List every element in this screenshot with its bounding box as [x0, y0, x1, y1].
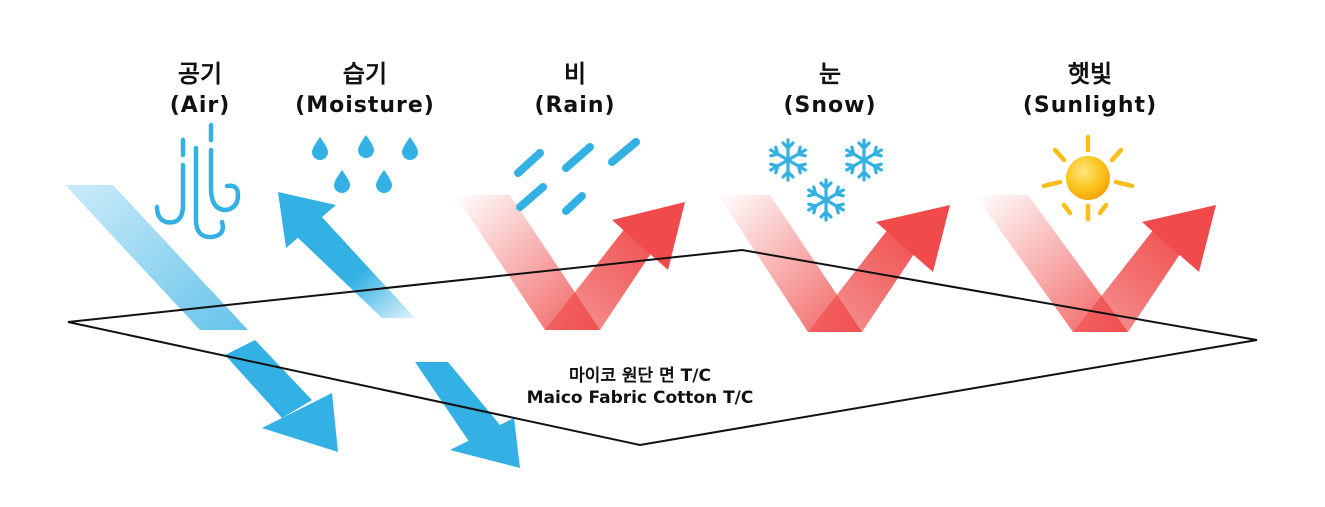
- sunlight-label-en: (Sunlight): [1022, 93, 1158, 118]
- sunlight-label: 햇빛 (Sunlight): [1010, 58, 1170, 122]
- snow-label: 눈 (Snow): [770, 58, 890, 122]
- sunlight-label-ko: 햇빛: [1067, 60, 1113, 88]
- snow-reflect-arrow: [718, 195, 950, 332]
- snow-label-ko: 눈: [818, 60, 842, 88]
- air-arrow-out: [225, 340, 338, 452]
- air-label: 공기 (Air): [150, 58, 250, 122]
- fabric-label-en: Maico Fabric Cotton T/C: [526, 388, 754, 408]
- rain-reflect-arrow: [455, 195, 685, 330]
- sun-reflect-arrow: [975, 195, 1216, 332]
- air-wind-icon: [154, 122, 241, 240]
- sun-icon: [1041, 134, 1135, 222]
- rain-icon: [514, 138, 640, 215]
- air-arrow-in: [65, 185, 248, 330]
- rain-label-ko: 비: [563, 60, 587, 88]
- moisture-label: 습기 (Moisture): [285, 58, 445, 122]
- fabric-label-ko: 마이코 원단 면 T/C: [569, 366, 711, 386]
- snow-label-en: (Snow): [783, 93, 877, 118]
- air-label-en: (Air): [169, 93, 231, 118]
- water-drops-icon: [312, 135, 418, 193]
- fabric-label: 마이코 원단 면 T/C Maico Fabric Cotton T/C: [460, 365, 820, 409]
- moisture-label-en: (Moisture): [295, 93, 435, 118]
- air-label-ko: 공기: [177, 60, 223, 88]
- moisture-arrow-out: [278, 192, 415, 318]
- rain-label: 비 (Rain): [520, 58, 630, 122]
- moisture-arrow-below: [415, 362, 520, 468]
- rain-label-en: (Rain): [534, 93, 616, 118]
- fabric-plane: [67, 248, 1258, 447]
- snowflake-icon: [769, 138, 883, 222]
- moisture-label-ko: 습기: [342, 60, 388, 88]
